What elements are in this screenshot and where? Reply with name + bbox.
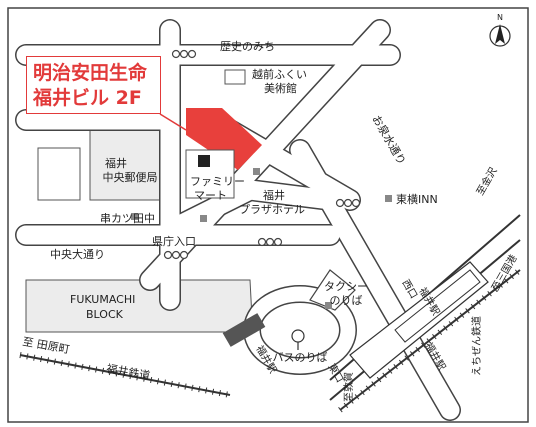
- parking-label: P: [201, 157, 207, 168]
- landmark-square-icon: [131, 168, 392, 309]
- label-taxi-2: のりば: [330, 294, 363, 307]
- crosswalk-icon: [163, 49, 361, 260]
- label-museum-1: 越前ふくい: [252, 67, 307, 81]
- label-museum-2: 美術館: [264, 81, 297, 95]
- label-family-1: ファミリー: [190, 175, 245, 188]
- label-rekishi-michi: 歴史のみち: [220, 40, 275, 53]
- north-label: N: [497, 13, 503, 22]
- label-post-2: 中央郵便局: [103, 171, 158, 184]
- city-blocks: [25, 129, 253, 333]
- leader-line: [159, 113, 187, 131]
- north-arrow-icon: N: [489, 13, 511, 47]
- label-toyoko: 東横INN: [396, 192, 438, 206]
- label-fukumachi-1: FUKUMACHI: [70, 293, 135, 306]
- label-fukumachi-2: BLOCK: [86, 308, 124, 321]
- fukui-tetsudo-station: [222, 313, 266, 347]
- label-bus: バスのりば: [273, 351, 328, 364]
- label-plaza-1: 福井: [263, 188, 285, 202]
- echizen-fukui-station: [394, 269, 481, 343]
- station-buildings: [222, 261, 489, 379]
- label-plaza-2: プラザホテル: [239, 203, 305, 216]
- bus-stop-icon: [291, 329, 305, 350]
- label-family-2: マート: [194, 189, 227, 202]
- label-taxi-1: タクシー: [324, 280, 368, 293]
- label-echizen-tetsudo: えちぜん鉄道: [470, 316, 483, 376]
- label-kushikatsu: 串カツ田中: [100, 212, 155, 225]
- title-callout: 明治安田生命 福井ビル 2F: [26, 56, 161, 114]
- title-line-1: 明治安田生命: [33, 62, 148, 84]
- label-chuo: 中央大通り: [50, 247, 105, 261]
- museum-building: [224, 69, 246, 85]
- label-to-tsuruga: 至敦賀: [342, 372, 355, 402]
- parking-icon: [198, 155, 210, 167]
- label-kencho: 県庁入口: [152, 234, 196, 248]
- meiji-yasuda-fukui-building: [186, 108, 262, 170]
- title-line-2: 福井ビル 2F: [33, 87, 142, 109]
- label-post-1: 福井: [105, 156, 127, 170]
